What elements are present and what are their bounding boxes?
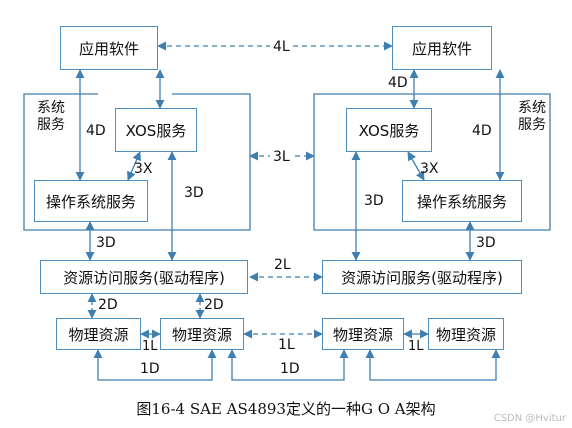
figure-caption: 图16-4 SAE AS4893定义的一种G O A架构 [136,400,436,418]
label-3d-left-low: 3D [96,235,116,251]
right-system-service-bracket-right [412,93,551,231]
label-4d-right-top: 4D [388,75,408,91]
right-physical-resource-1-box: 物理资源 [322,318,404,350]
label-1d-right: 1D [280,361,300,377]
label-4d-right: 4D [472,123,492,139]
label-4d-left: 4D [86,123,106,139]
label-3d-right-low: 3D [476,235,496,251]
label-3d-right-mid: 3D [364,193,384,209]
1d-mid-loop [227,349,349,381]
right-system-service-label: 系统 服务 [518,100,546,133]
1d-right-loop [365,349,501,381]
1d-left-loop [93,349,217,381]
left-app-software-box: 应用软件 [60,26,158,70]
label-2d-a: 2D [98,297,118,313]
left-system-service-label: 系统 服务 [37,100,65,133]
label-1l-right: 1L [408,339,424,354]
left-xos-service-box: XOS服务 [115,108,197,152]
left-resource-access-box: 资源访问服务(驱动程序) [40,260,248,294]
left-system-service-bracket [23,93,172,231]
right-system-service-bracket [313,93,412,231]
right-app-software-box: 应用软件 [392,26,492,70]
label-2d-b: 2D [204,297,224,313]
label-1l-mid: 1L [278,337,295,353]
right-physical-resource-2-box: 物理资源 [428,318,504,350]
label-1l-left: 1L [142,339,158,354]
label-3l: 3L [270,150,293,164]
label-2l: 2L [274,257,291,273]
left-os-service-box: 操作系统服务 [34,180,148,222]
label-4l: 4L [270,40,293,54]
right-os-service-box: 操作系统服务 [402,180,522,222]
watermark: CSDN @Hvitur [493,413,566,424]
left-physical-resource-1-box: 物理资源 [56,318,141,350]
left-xos-to-os-3x-arrow [127,151,141,181]
label-3x-right: 3X [420,161,439,177]
label-3x-left: 3X [134,161,153,177]
label-3d-left-mid: 3D [184,185,204,201]
left-physical-resource-2-box: 物理资源 [160,318,244,350]
label-1d-left: 1D [140,361,160,377]
right-xos-service-box: XOS服务 [346,108,432,152]
right-xos-to-os-3x-arrow [407,151,425,181]
left-system-service-bracket-right [172,93,251,231]
right-resource-access-box: 资源访问服务(驱动程序) [322,260,522,294]
